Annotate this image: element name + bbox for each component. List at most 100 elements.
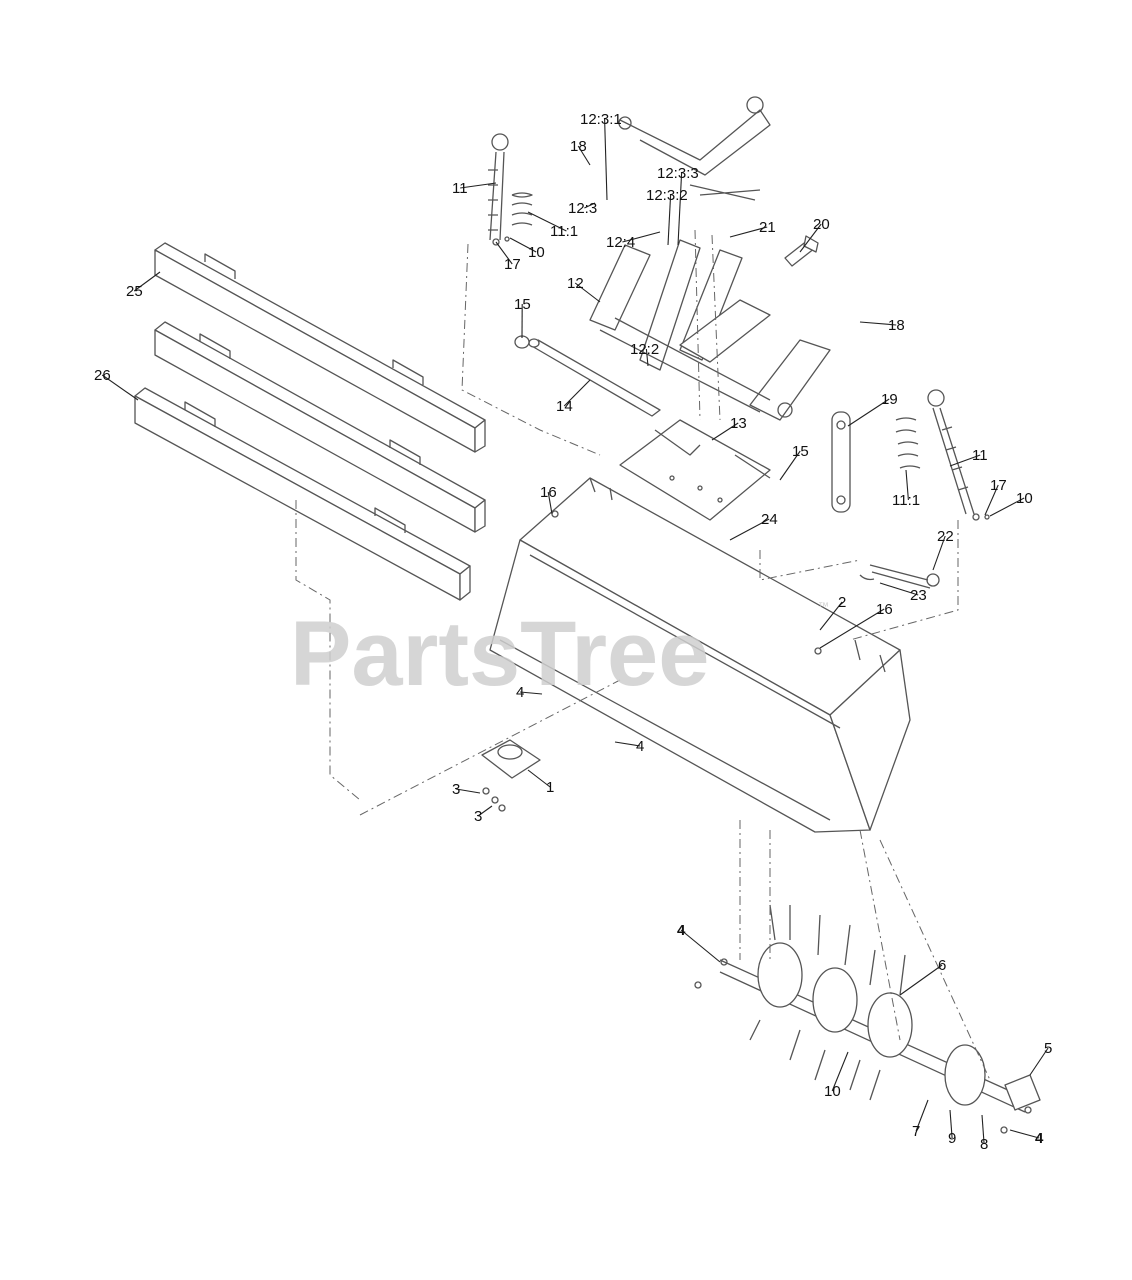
weight-blocks — [134, 242, 486, 601]
callout-leader-line — [831, 1051, 849, 1092]
callout-text: 26 — [94, 367, 111, 384]
callout-leader-line — [949, 1109, 953, 1139]
callout-c-16-right: 16 — [819, 601, 893, 649]
callout-text: 14 — [556, 398, 573, 415]
callout-leader-line — [984, 484, 999, 516]
callout-c-6: 6 — [899, 957, 946, 996]
callout-text: 9 — [948, 1130, 956, 1147]
callout-text: 16 — [540, 484, 557, 501]
callout-leader-line — [799, 223, 822, 253]
callout-c-15-left: 15 — [514, 296, 531, 339]
callout-c-3-a: 3 — [452, 781, 481, 798]
callout-c-9: 9 — [948, 1109, 956, 1147]
callout-c-11-1-top: 11:1 — [527, 211, 578, 240]
callout-c-23: 23 — [879, 582, 927, 604]
watermark-text: PartsTree — [290, 603, 709, 705]
callout-leader-line — [456, 788, 481, 794]
callout-text: 13 — [730, 415, 747, 432]
callout-leader-line — [1029, 1047, 1049, 1076]
callout-leader-line — [819, 608, 885, 649]
weight-block-middle — [154, 321, 486, 533]
watermark-trademark: ™ — [818, 601, 829, 613]
callout-leader-line — [847, 398, 890, 427]
callout-text: 11:1 — [550, 223, 578, 240]
callout-leader-line — [547, 491, 553, 515]
watermark: PartsTree ™ — [290, 601, 829, 705]
callout-c-15-right: 15 — [779, 443, 809, 481]
callout-leader-line — [711, 422, 739, 441]
callout-leader-line — [509, 237, 537, 253]
callout-c-14: 14 — [556, 379, 591, 415]
callout-text: 8 — [980, 1136, 988, 1153]
callout-text: 17 — [504, 256, 521, 273]
hitch-pin — [859, 564, 940, 589]
callout-c-12-3-2: 12:3:2 — [646, 187, 688, 246]
callout-leader-line — [520, 691, 543, 695]
weight-block-lower — [134, 387, 471, 601]
callout-leader-line — [477, 805, 493, 817]
callout-text: 12 — [567, 275, 584, 292]
callout-c-10-right: 10 — [989, 490, 1033, 517]
callout-c-17-right: 17 — [984, 477, 1007, 516]
assembly-lines — [295, 229, 991, 1081]
callout-leader-line — [527, 769, 551, 788]
callout-c-12-2: 12:2 — [630, 341, 659, 367]
callout-c-16-left: 16 — [540, 484, 557, 515]
chain-and-spring-left — [488, 133, 533, 246]
callout-leader-line — [819, 601, 843, 631]
callout-text: 4 — [516, 684, 524, 701]
chain-and-spring-right — [895, 389, 990, 521]
callout-leader-line — [729, 226, 768, 238]
callout-text: 18 — [570, 138, 587, 155]
rocker-frame — [589, 239, 831, 421]
weight-block-upper — [154, 242, 486, 453]
callout-c-18-right: 18 — [859, 317, 905, 334]
callout-text: 11:1 — [892, 492, 920, 509]
callout-c-26: 26 — [94, 367, 139, 401]
callout-c-12-4: 12:4 — [606, 231, 661, 251]
bolt-20 — [784, 235, 819, 267]
callout-c-3-b: 3 — [474, 805, 493, 825]
callout-leader-line — [101, 374, 139, 401]
callout-text: 3 — [474, 808, 482, 825]
callout-c-12-3-1: 12:3:1 — [580, 111, 622, 201]
tine-reel-assembly — [694, 904, 1041, 1134]
callout-text: 18 — [888, 317, 905, 334]
callout-leader-line — [729, 518, 770, 541]
callout-leader-line — [527, 211, 567, 232]
callout-c-12-3-3: 12:3:3 — [657, 165, 699, 246]
callout-text: 23 — [910, 587, 927, 604]
callout-leader-line — [879, 582, 919, 596]
callout-leader-line — [905, 469, 909, 501]
callout-leader-line — [677, 172, 683, 246]
callout-text: 4 — [636, 738, 644, 755]
callout-text: 1 — [546, 779, 554, 796]
callout-c-21: 21 — [729, 219, 776, 238]
callout-text: 15 — [514, 296, 531, 313]
cross-shaft — [514, 335, 661, 417]
callout-c-11-1-right: 11:1 — [892, 469, 920, 509]
callout-text: 11 — [972, 447, 988, 464]
callout-c-12-3: 12:3 — [568, 200, 597, 217]
callout-text: 12:2 — [630, 341, 659, 358]
callout-c-4-b: 4 — [614, 738, 644, 755]
callout-leader-line — [563, 379, 591, 407]
callout-leader-line — [577, 145, 591, 166]
callout-text: 25 — [126, 283, 143, 300]
callout-c-25: 25 — [126, 271, 161, 300]
callout-c-1: 1 — [527, 769, 554, 796]
turnbuckle-link — [831, 411, 851, 513]
callout-text: 22 — [937, 528, 954, 545]
callout-text: 12:3:2 — [646, 187, 688, 204]
callout-c-5: 5 — [1029, 1040, 1052, 1076]
callout-text: 12:3:1 — [580, 111, 622, 128]
callout-leader-line — [981, 1114, 985, 1145]
callout-c-22: 22 — [932, 528, 954, 571]
callout-leader-line — [495, 241, 513, 265]
callout-text: 20 — [813, 216, 830, 233]
callout-text: 3 — [452, 781, 460, 798]
callout-leader-line — [859, 321, 897, 326]
callout-text: 19 — [881, 391, 898, 408]
